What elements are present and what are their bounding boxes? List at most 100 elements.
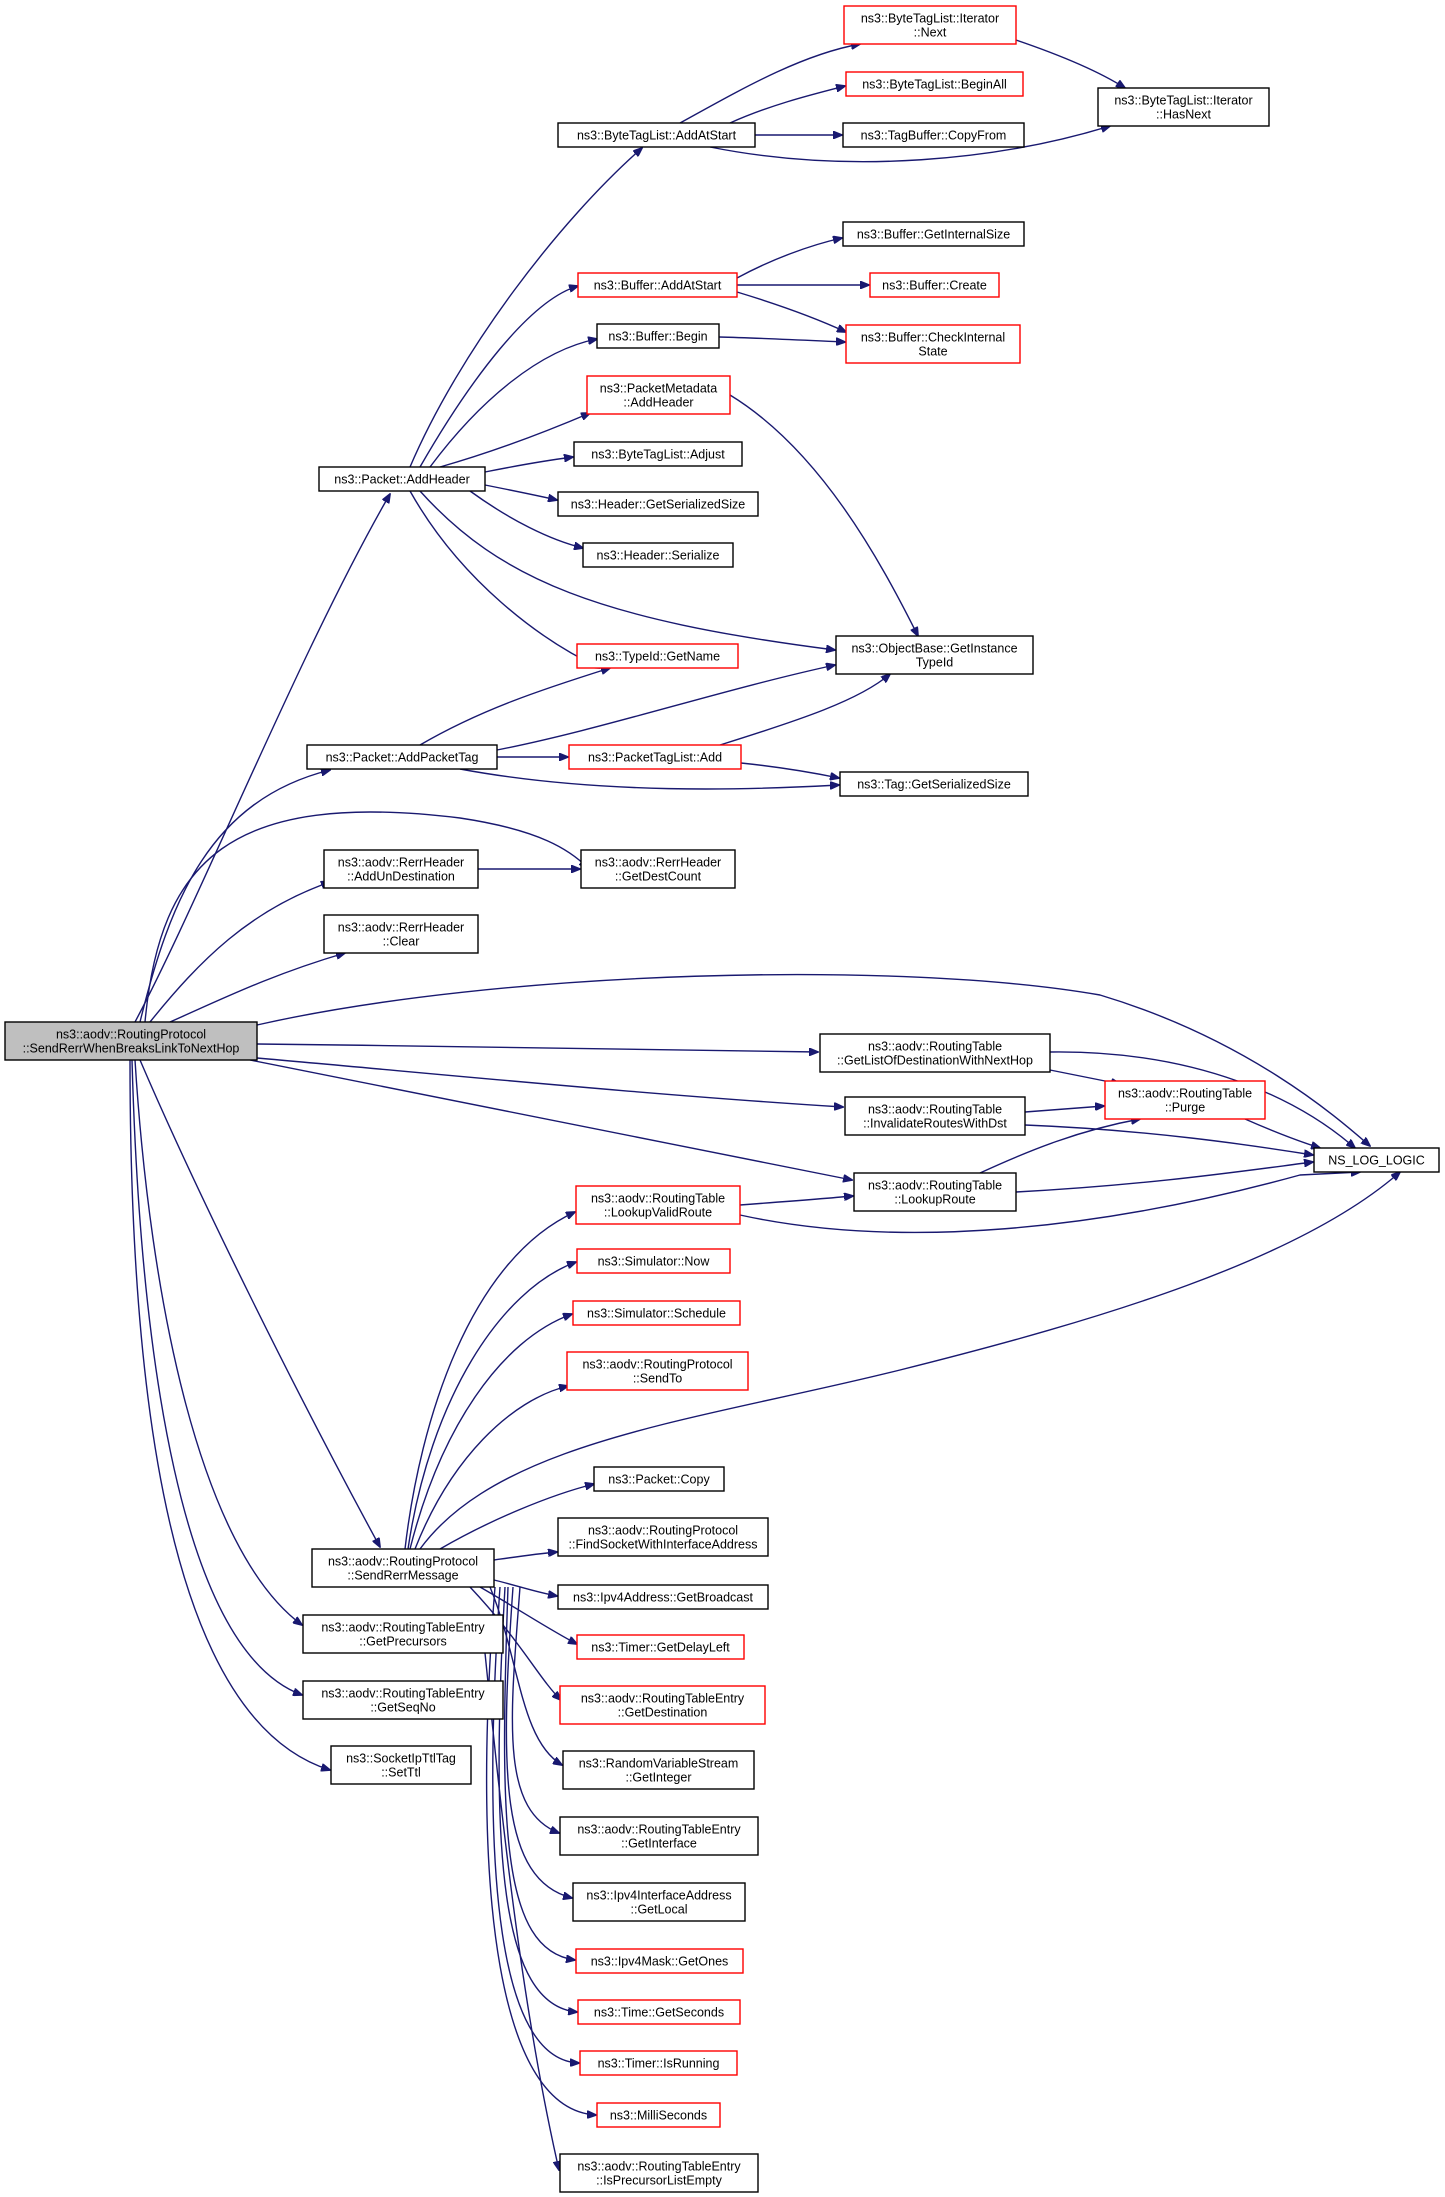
- node-label: ns3::Buffer::GetInternalSize: [857, 228, 1010, 242]
- node-rte-seq[interactable]: ns3::aodv::RoutingTableEntry::GetSeqNo: [302, 1680, 504, 1720]
- node-btl-next[interactable]: ns3::ByteTagList::Iterator::Next: [843, 5, 1017, 45]
- node-buf-begin[interactable]: ns3::Buffer::Begin: [596, 323, 720, 349]
- node-btl-adjust[interactable]: ns3::ByteTagList::Adjust: [573, 441, 743, 467]
- node-box: [576, 1634, 745, 1660]
- node-sim-now[interactable]: ns3::Simulator::Now: [576, 1248, 731, 1274]
- node-box: [323, 849, 479, 889]
- node-rt-getlist[interactable]: ns3::aodv::RoutingTable::GetListOfDestin…: [819, 1033, 1051, 1073]
- node-rvs-int[interactable]: ns3::RandomVariableStream::GetInteger: [562, 1750, 755, 1790]
- node-ns-log[interactable]: NS_LOG_LOGIC: [1313, 1147, 1440, 1173]
- node-box: [323, 914, 479, 954]
- node-label: ::LookupRoute: [894, 1193, 975, 1207]
- node-hdr-getsize[interactable]: ns3::Header::GetSerializedSize: [557, 491, 759, 517]
- node-label: ns3::aodv::RoutingTable: [1118, 1087, 1252, 1101]
- node-pkt-addtag[interactable]: ns3::Packet::AddPacketTag: [306, 744, 498, 770]
- node-label: ::GetLocal: [631, 1903, 688, 1917]
- node-btl-hasnext[interactable]: ns3::ByteTagList::Iterator::HasNext: [1097, 87, 1270, 127]
- node-ipv4-bcast[interactable]: ns3::Ipv4Address::GetBroadcast: [557, 1584, 769, 1610]
- edge-rt_lookupvalid-to-ns_log: [739, 1172, 1360, 1234]
- node-label: ns3::aodv::RoutingProtocol: [328, 1555, 478, 1569]
- node-ptl-add[interactable]: ns3::PacketTagList::Add: [568, 744, 742, 770]
- node-rt-invalidate[interactable]: ns3::aodv::RoutingTable::InvalidateRoute…: [844, 1096, 1026, 1136]
- node-rp-findsocket[interactable]: ns3::aodv::RoutingProtocol::FindSocketWi…: [557, 1517, 769, 1557]
- node-timer-delay[interactable]: ns3::Timer::GetDelayLeft: [576, 1634, 745, 1660]
- node-box: [557, 491, 759, 517]
- node-box: [575, 1948, 744, 1974]
- node-rte-dest[interactable]: ns3::aodv::RoutingTableEntry::GetDestina…: [559, 1685, 766, 1725]
- node-ifaddr-local[interactable]: ns3::Ipv4InterfaceAddress::GetLocal: [572, 1882, 746, 1922]
- edge-root-to-rt_invalidate: [256, 1057, 843, 1107]
- node-pm-addheader[interactable]: ns3::PacketMetadata::AddHeader: [586, 375, 731, 415]
- node-label: ns3::aodv::RoutingTableEntry: [321, 1621, 485, 1635]
- edge-root-to-sock_ttl: [129, 1059, 330, 1770]
- node-pkt-copy[interactable]: ns3::Packet::Copy: [593, 1466, 725, 1492]
- node-label: ::HasNext: [1156, 108, 1211, 122]
- node-label: ns3::Tag::GetSerializedSize: [857, 778, 1011, 792]
- edge-pkt_addheader-to-buf_begin: [429, 339, 597, 468]
- node-rt-lookup[interactable]: ns3::aodv::RoutingTable::LookupRoute: [853, 1172, 1017, 1212]
- node-box: [580, 849, 736, 889]
- node-rerr-addun[interactable]: ns3::aodv::RerrHeader::AddUnDestination: [323, 849, 479, 889]
- edge-pkt_addheader-to-ob_typeid: [419, 490, 835, 650]
- node-pkt-addheader[interactable]: ns3::Packet::AddHeader: [318, 466, 486, 492]
- node-label: ns3::RandomVariableStream: [579, 1757, 739, 1771]
- node-tagbuf-copy[interactable]: ns3::TagBuffer::CopyFrom: [842, 122, 1025, 148]
- node-rt-purge[interactable]: ns3::aodv::RoutingTable::Purge: [1104, 1080, 1266, 1120]
- node-time-sec[interactable]: ns3::Time::GetSeconds: [577, 1999, 741, 2025]
- edge-rp_sendrerr-to-rte_iface: [511, 1586, 559, 1833]
- node-label: ::GetInterface: [621, 1837, 697, 1851]
- node-tag-size[interactable]: ns3::Tag::GetSerializedSize: [839, 771, 1029, 797]
- edge-rp_sendrerr-to-mask_ones: [503, 1586, 575, 1960]
- node-sim-schedule[interactable]: ns3::Simulator::Schedule: [572, 1300, 741, 1326]
- node-box: [845, 71, 1024, 97]
- node-buf-addatstart[interactable]: ns3::Buffer::AddAtStart: [577, 272, 738, 298]
- edge-pkt_addheader-to-hdr_getsize: [484, 484, 557, 500]
- node-box: [302, 1680, 504, 1720]
- node-mask-ones[interactable]: ns3::Ipv4Mask::GetOnes: [575, 1948, 744, 1974]
- edge-rt_lookupvalid-to-rt_lookup: [739, 1196, 853, 1206]
- node-label: ns3::Buffer::Create: [882, 279, 987, 293]
- node-btl-beginall[interactable]: ns3::ByteTagList::BeginAll: [845, 71, 1024, 97]
- node-label: ns3::Packet::AddPacketTag: [326, 751, 479, 765]
- edge-ptl_add-to-ob_typeid: [719, 674, 890, 746]
- node-label: ns3::TypeId::GetName: [595, 650, 720, 664]
- node-box: [845, 324, 1021, 364]
- node-hdr-serialize[interactable]: ns3::Header::Serialize: [582, 542, 734, 568]
- node-rerr-count[interactable]: ns3::aodv::RerrHeader::GetDestCount: [580, 849, 736, 889]
- node-label: ::GetInteger: [625, 1771, 691, 1785]
- node-timer-running[interactable]: ns3::Timer::IsRunning: [579, 2050, 738, 2076]
- edge-root-to-pkt_addtag: [139, 770, 330, 1023]
- node-box: [557, 122, 756, 148]
- node-rte-precempty[interactable]: ns3::aodv::RoutingTableEntry::IsPrecurso…: [559, 2153, 759, 2193]
- edge-rp_sendrerr-to-sim_now: [407, 1262, 576, 1550]
- node-label: ::GetDestination: [618, 1706, 708, 1720]
- edge-root-to-rt_lookup: [249, 1059, 852, 1180]
- node-rte-prec[interactable]: ns3::aodv::RoutingTableEntry::GetPrecurs…: [302, 1614, 504, 1654]
- node-millisec[interactable]: ns3::MilliSeconds: [596, 2102, 721, 2128]
- node-rp-sendto[interactable]: ns3::aodv::RoutingProtocol::SendTo: [566, 1351, 749, 1391]
- node-rerr-clear[interactable]: ns3::aodv::RerrHeader::Clear: [323, 914, 479, 954]
- node-root[interactable]: ns3::aodv::RoutingProtocol::SendRerrWhen…: [4, 1021, 258, 1061]
- node-label: ::AddUnDestination: [347, 870, 455, 884]
- node-box: [842, 122, 1025, 148]
- edge-rp_sendrerr-to-rp_findsocket: [493, 1552, 557, 1561]
- node-label: ns3::Simulator::Schedule: [587, 1307, 726, 1321]
- edge-buf_addatstart-to-buf_internal: [736, 238, 842, 279]
- node-rte-iface[interactable]: ns3::aodv::RoutingTableEntry::GetInterfa…: [559, 1816, 759, 1856]
- node-rp-sendrerr[interactable]: ns3::aodv::RoutingProtocol::SendRerrMess…: [311, 1548, 495, 1588]
- node-btl-add[interactable]: ns3::ByteTagList::AddAtStart: [557, 122, 756, 148]
- node-box: [575, 1185, 741, 1225]
- edge-pkt_addtag-to-typeid_name: [419, 668, 610, 746]
- edge-pkt_addheader-to-btl_adjust: [484, 457, 573, 473]
- node-label: ns3::aodv::RoutingTableEntry: [321, 1687, 485, 1701]
- node-label: ns3::ByteTagList::Iterator: [861, 12, 999, 26]
- node-rt-lookupvalid[interactable]: ns3::aodv::RoutingTable::LookupValidRout…: [575, 1185, 741, 1225]
- node-label: ::SendTo: [633, 1372, 682, 1386]
- node-sock-ttl[interactable]: ns3::SocketIpTtlTag::SetTtl: [330, 1745, 472, 1785]
- node-typeid-name[interactable]: ns3::TypeId::GetName: [576, 643, 739, 669]
- node-buf-create[interactable]: ns3::Buffer::Create: [869, 272, 1000, 298]
- node-buf-internal[interactable]: ns3::Buffer::GetInternalSize: [842, 221, 1025, 247]
- node-box: [869, 272, 1000, 298]
